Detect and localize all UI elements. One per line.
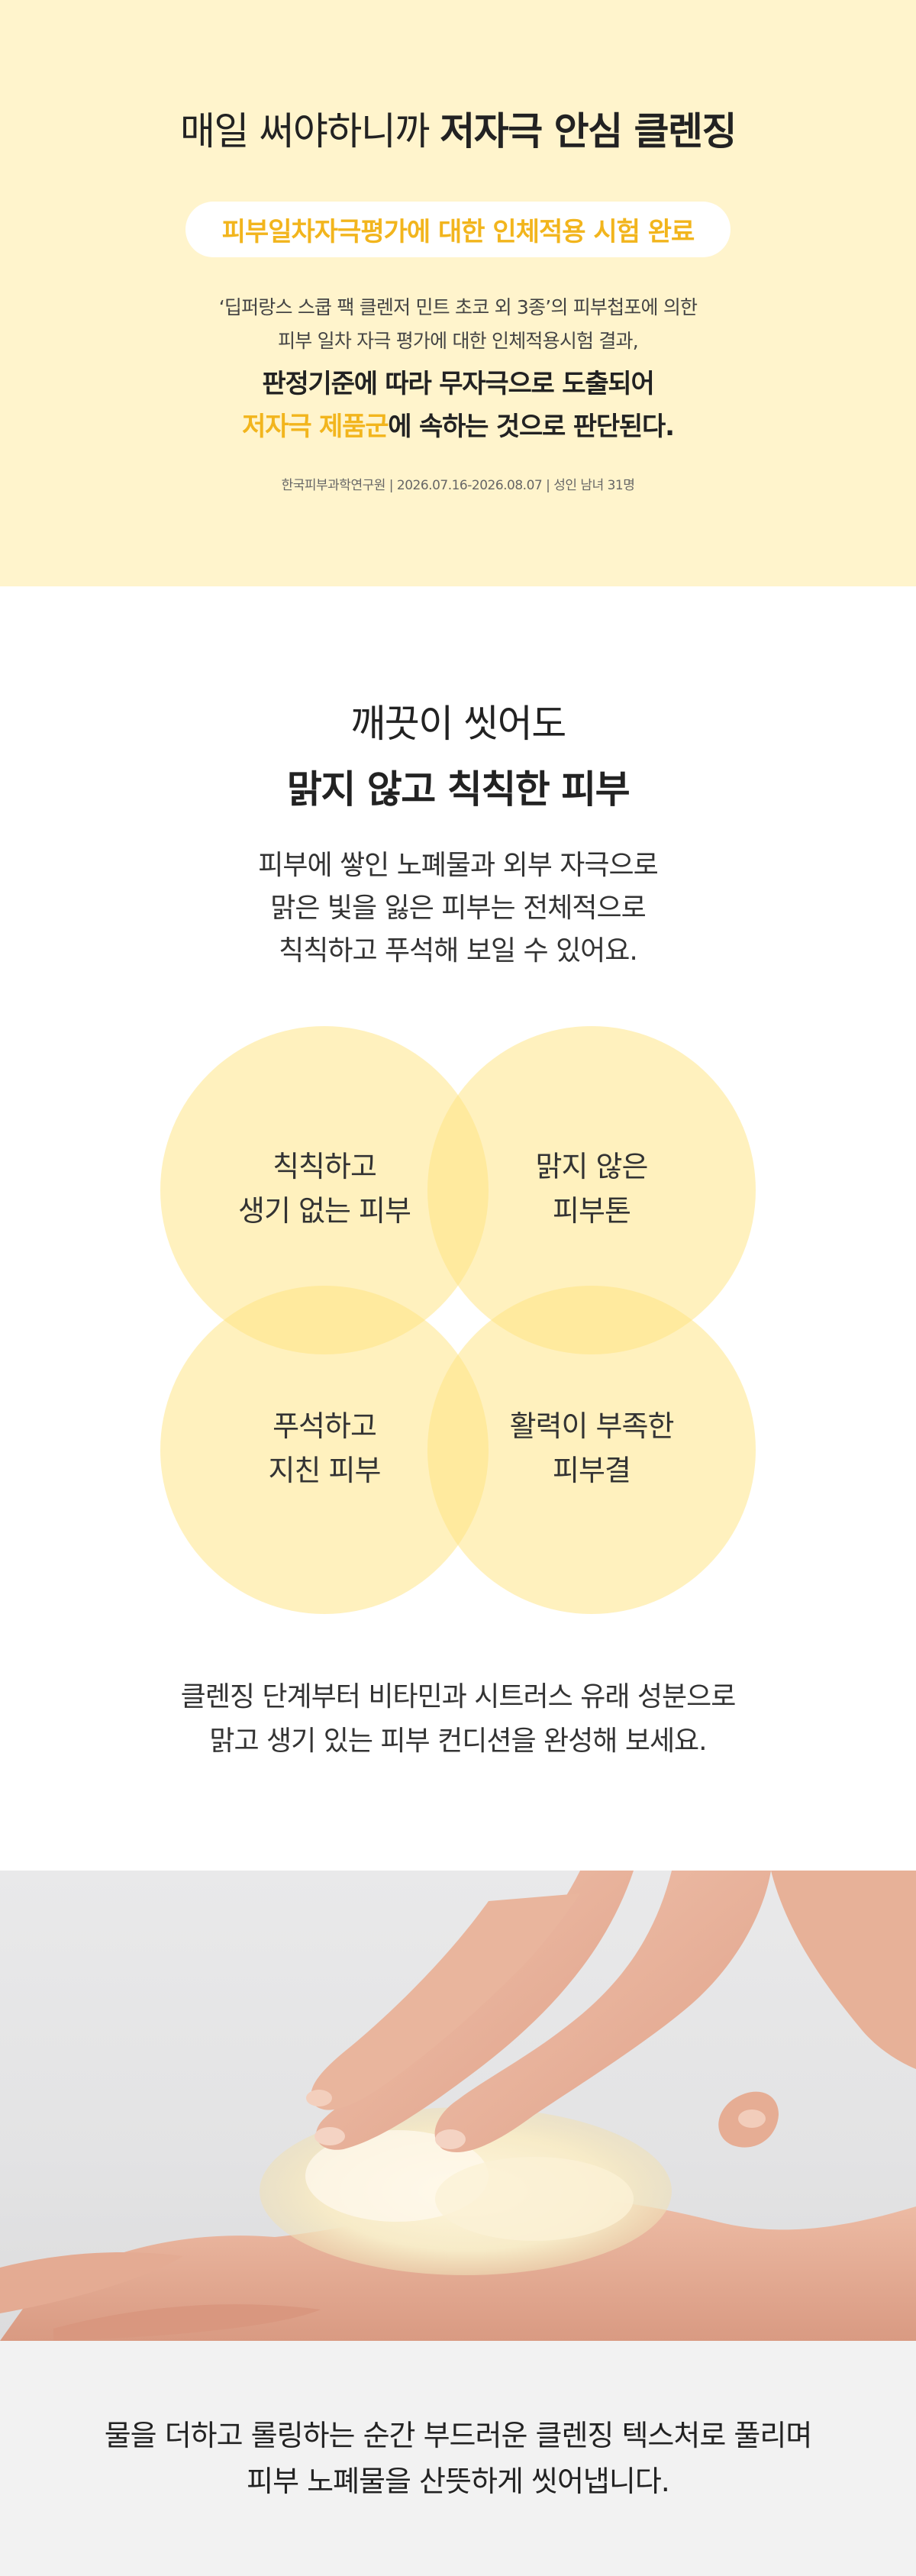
concern-label-texture: 활력이 부족한 피부결 [509,1409,675,1487]
hands-foam-illustration [0,1871,916,2341]
texture-section: 물을 더하고 롤링하는 순간 부드러운 클렌징 텍스처로 풀리며 피부 노폐물을… [0,2341,916,2576]
concern-circle [427,1286,756,1614]
test-conclusion: 판정기준에 따라 무자극으로 도출되어 저자극 제품군에 속하는 것으로 판단된… [242,369,675,442]
skin-condition-section: 깨끗이 씻어도 맑지 않고 칙칙한 피부 피부에 쌓인 노폐물과 외부 자극으로… [0,586,916,1871]
clinical-test-badge: 피부일차자극평가에 대한 인체적용 시험 완료 [185,202,731,257]
concern-label-rough: 푸석하고 지친 피부 [268,1409,382,1487]
concern-label-tone: 맑지 않은 피부톤 [535,1150,649,1228]
test-source-note: 한국피부과학연구원 | 2026.07.16-2026.08.07 | 성인 남… [281,478,635,493]
test-description: ‘딥퍼랑스 스쿱 팩 클렌저 민트 초코 외 3종’의 피부첩포에 의한 피부 … [218,296,698,352]
low-irritation-highlight: 저자극 제품군 [242,412,389,442]
texture-description: 물을 더하고 롤링하는 순간 부드러운 클렌징 텍스처로 풀리며 피부 노폐물을… [104,2419,813,2498]
skin-closing-text: 클렌징 단계부터 비타민과 시트러스 유래 성분으로 맑고 생기 있는 피부 컨… [180,1681,737,1757]
skin-description: 피부에 쌓인 노폐물과 외부 자극으로 맑은 빛을 잃은 피부는 전체적으로 칙… [258,850,659,967]
low-irritation-section: 매일 써야하니까 저자극 안심 클렌징 피부일차자극평가에 대한 인체적용 시험… [0,0,916,586]
concern-label-dull: 칙칙하고 생기 없는 피부 [238,1150,411,1228]
hands-foam-image [0,1871,916,2341]
skin-concern-diagram: 칙칙하고 생기 없는 피부 맑지 않은 피부톤 푸석하고 지친 피부 활력이 부… [160,1026,756,1622]
skin-title-line2: 맑지 않고 칙칙한 피부 [286,767,631,812]
low-irritation-headline: 매일 써야하니까 저자극 안심 클렌징 [179,109,737,153]
skin-title-line1: 깨끗이 씻어도 [350,702,566,746]
